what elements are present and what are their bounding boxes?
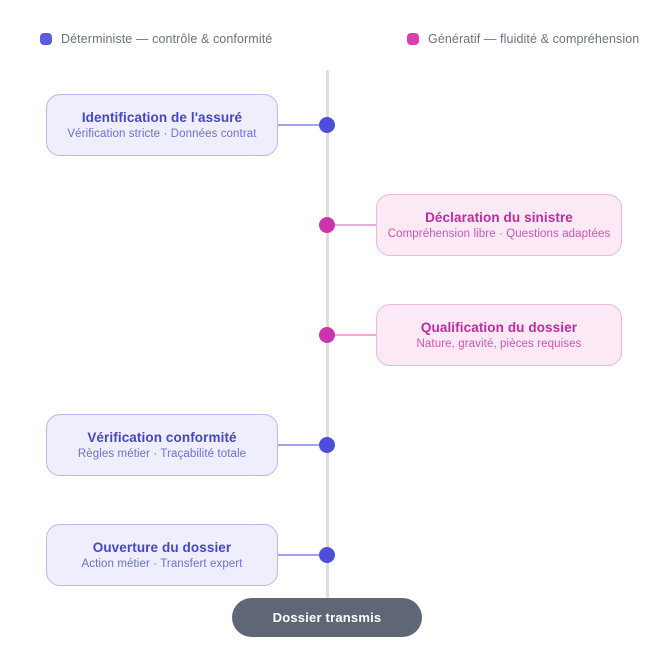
legend-label-deterministic: Déterministe — contrôle & conformité [61, 32, 273, 46]
connector-line-3 [328, 334, 378, 336]
connector-line-5 [278, 554, 328, 556]
dossier-transmis-label: Dossier transmis [272, 610, 382, 625]
timeline-card-1[interactable]: Identification de l'assuré Vérification … [46, 94, 278, 156]
legend-swatch-generatif-icon [407, 33, 419, 45]
timeline-card-1-title: Identification de l'assuré [81, 110, 243, 125]
timeline-node-1[interactable] [319, 117, 335, 133]
timeline-card-2[interactable]: Déclaration du sinistre Compréhension li… [376, 194, 622, 256]
timeline-row-3: Qualification du dossier Nature, gravité… [0, 304, 654, 366]
legend-item-deterministic: Déterministe — contrôle & conformité [40, 29, 272, 49]
timeline-card-2-title: Déclaration du sinistre [425, 210, 573, 225]
legend-item-generatif: Génératif — fluidité & compréhension [407, 29, 639, 49]
timeline-card-5-subtitle: Action métier · Transfert expert [81, 558, 243, 570]
timeline-card-2-subtitle: Compréhension libre · Questions adaptées [387, 228, 611, 240]
connector-line-4 [278, 444, 328, 446]
timeline-row-4: Vérification conformité Règles métier · … [0, 414, 654, 476]
timeline-card-4-subtitle: Règles métier · Traçabilité totale [77, 448, 247, 460]
dossier-transmis-pill[interactable]: Dossier transmis [232, 598, 422, 637]
connector-line-2 [328, 224, 378, 226]
timeline-card-4[interactable]: Vérification conformité Règles métier · … [46, 414, 278, 476]
timeline-row-1: Identification de l'assuré Vérification … [0, 94, 654, 156]
timeline-card-3-subtitle: Nature, gravité, pièces requises [416, 338, 582, 350]
legend: Déterministe — contrôle & conformité Gén… [0, 29, 654, 49]
legend-label-generatif: Génératif — fluidité & compréhension [428, 32, 640, 46]
timeline-card-5[interactable]: Ouverture du dossier Action métier · Tra… [46, 524, 278, 586]
connector-line-1 [278, 124, 328, 126]
timeline-node-3[interactable] [319, 327, 335, 343]
timeline-row-2: Déclaration du sinistre Compréhension li… [0, 194, 654, 256]
timeline-card-5-title: Ouverture du dossier [92, 540, 232, 555]
timeline-node-4[interactable] [319, 437, 335, 453]
timeline-card-1-subtitle: Vérification stricte · Données contrat [67, 128, 257, 140]
timeline-card-3-title: Qualification du dossier [420, 320, 578, 335]
timeline-card-4-title: Vérification conformité [87, 430, 237, 445]
timeline-card-3[interactable]: Qualification du dossier Nature, gravité… [376, 304, 622, 366]
legend-swatch-deterministic-icon [40, 33, 52, 45]
timeline-row-5: Ouverture du dossier Action métier · Tra… [0, 524, 654, 586]
timeline-node-5[interactable] [319, 547, 335, 563]
timeline-node-2[interactable] [319, 217, 335, 233]
